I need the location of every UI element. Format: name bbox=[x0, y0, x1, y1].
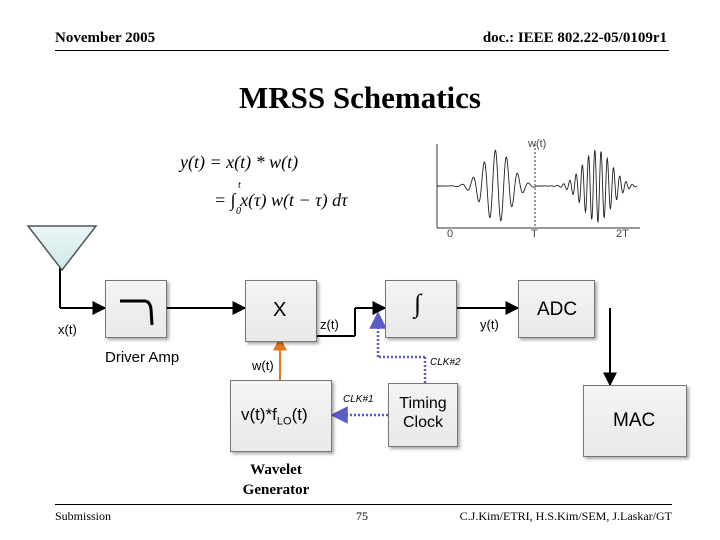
header-date: November 2005 bbox=[55, 30, 156, 46]
waveform-tick-T: T bbox=[531, 228, 538, 240]
integrator-block: ∫ bbox=[385, 280, 457, 338]
vlo-subscript: LO bbox=[276, 415, 292, 428]
timing-clock-label-line1: Timing bbox=[399, 395, 447, 412]
wavelet-generator-label-line1: Wavelet bbox=[250, 462, 302, 478]
footer-submission: Submission bbox=[55, 509, 112, 523]
equation-lhs: y(t) = x(t) * w(t) bbox=[180, 152, 299, 172]
mac-label: MAC bbox=[613, 410, 656, 431]
footer-page-number: 75 bbox=[356, 509, 368, 523]
equation-line-1: y(t) = x(t) * w(t) bbox=[180, 152, 298, 173]
vlo-tail: (t) bbox=[291, 405, 308, 424]
timing-clock-label: Timing Clock bbox=[389, 394, 457, 432]
wavelet-generator-label: Wavelet Generator bbox=[236, 460, 316, 500]
vlo-label: v(t)*fLO(t) bbox=[241, 405, 308, 427]
waveform-tick-0: 0 bbox=[447, 228, 454, 240]
waveform-tick-2T: 2T bbox=[616, 228, 629, 240]
signal-z-label: z(t) bbox=[320, 317, 339, 332]
page-title: MRSS Schematics bbox=[239, 80, 481, 115]
wavelet-waveform-plot bbox=[436, 144, 640, 229]
waveform-trace bbox=[437, 149, 638, 224]
multiplier-symbol: X bbox=[273, 299, 287, 321]
driver-amp-block bbox=[105, 280, 167, 338]
adc-block: ADC bbox=[518, 280, 595, 338]
wavelet-generator-block: v(t)*fLO(t) bbox=[230, 380, 332, 452]
vlo-text: v(t)*f bbox=[241, 405, 277, 424]
integral-symbol: ∫ bbox=[414, 289, 422, 318]
footer-rule bbox=[55, 504, 672, 505]
driver-amp-label: Driver Amp bbox=[105, 349, 180, 366]
waveform-label: w(t) bbox=[528, 138, 547, 150]
signal-w-label: w(t) bbox=[252, 358, 274, 373]
header-rule bbox=[55, 50, 669, 51]
signal-clk1-label: CLK#1 bbox=[343, 394, 374, 405]
signal-y-label: y(t) bbox=[480, 317, 499, 332]
wavelet-generator-label-line2: Generator bbox=[242, 482, 310, 498]
mac-block: MAC bbox=[583, 385, 687, 457]
equation-line-2: = ∫ x(τ) w(t − τ) dτ bbox=[214, 190, 348, 211]
multiplier-block: X bbox=[245, 280, 317, 342]
antenna-icon bbox=[26, 225, 98, 272]
timing-clock-label-line2: Clock bbox=[402, 414, 443, 431]
integral-lower-limit: 0 bbox=[236, 206, 241, 217]
footer-authors: C.J.Kim/ETRI, H.S.Kim/SEM, J.Laskar/GT bbox=[459, 509, 672, 523]
integral-upper-limit: t bbox=[238, 180, 241, 191]
lowpass-filter-icon bbox=[120, 299, 154, 326]
signal-x-label: x(t) bbox=[58, 322, 77, 337]
equation-convolution: = ∫ x(τ) w(t − τ) dτ bbox=[214, 190, 348, 210]
signal-clk2-label: CLK#2 bbox=[430, 357, 461, 368]
header-doc-id: doc.: IEEE 802.22-05/0109r1 bbox=[482, 30, 667, 46]
adc-label: ADC bbox=[537, 299, 578, 320]
timing-clock-block: Timing Clock bbox=[388, 383, 458, 447]
